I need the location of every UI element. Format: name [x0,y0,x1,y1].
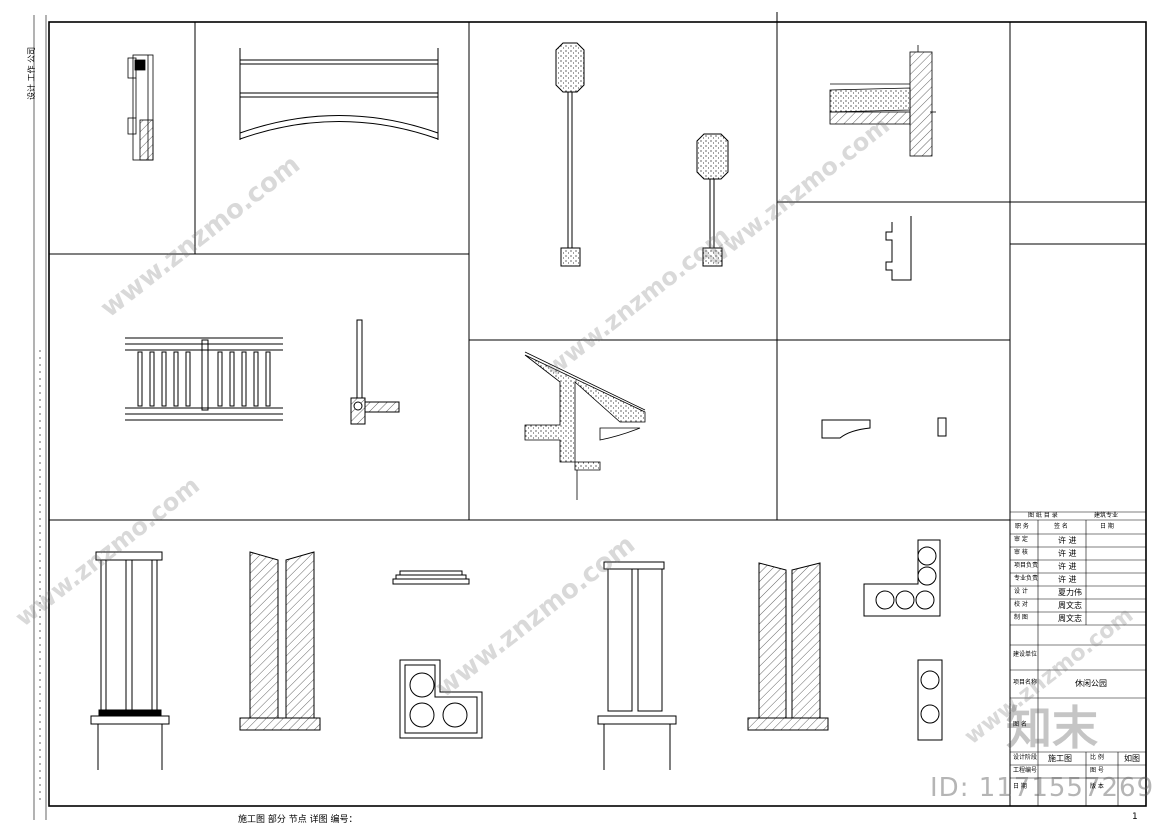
bottom-row-2-2: 版 本 [1090,783,1104,790]
bottom-row-0-2: 比 例 [1090,754,1104,761]
baluster [173,351,179,407]
detail-column-elevation-1 [90,551,170,770]
role-4: 设 计 [1014,588,1028,595]
bottom-note: 施工图 部分 节点 详图 编号： [238,815,358,825]
bottom-row-0-0: 设计阶段 [1013,754,1038,761]
bottom-row-0-3: 如图 [1124,754,1140,763]
side-note: 设计 工作 公司 [27,46,36,100]
col-head-sign: 签 名 [1054,523,1068,530]
detail-cap-profile [392,570,470,585]
title-block-header-1: 建筑专业 [1094,512,1119,519]
detail-curved-beam [239,48,439,140]
detail-window-section [127,54,154,161]
watermark-id: ID: 1171557269 [930,773,1155,803]
baluster [185,351,191,407]
baluster [149,351,155,407]
baluster [161,351,167,407]
name-5: 周文志 [1058,601,1082,610]
bottom-row-1-2: 图 号 [1090,767,1104,774]
bottom-row-0-1: 施工图 [1048,754,1072,763]
baluster [253,351,259,407]
detail-column-plan-2 [863,539,943,741]
name-0: 许 进 [1058,536,1077,545]
baluster [265,351,271,407]
sheet-border [48,12,1147,807]
role-5: 校 对 [1014,601,1028,608]
baluster [137,351,143,407]
detail-column-section-2 [747,562,829,731]
detail-column-elevation-2 [597,561,677,770]
detail-brackets [821,417,947,439]
detail-lamp-posts [555,42,729,267]
bottom-row-1-0: 工程编号 [1013,767,1038,774]
col-head-role: 职 务 [1015,523,1029,530]
detail-paving-section [829,45,936,157]
name-4: 夏力伟 [1058,588,1082,597]
role-1: 审 核 [1014,549,1028,556]
watermark-logo: 知末 [1006,701,1098,755]
role-3: 专业负责 [1014,575,1039,582]
detail-small-profile [885,216,912,281]
drawing-label: 图 名 [1013,721,1027,728]
name-3: 许 进 [1058,575,1077,584]
page-number: 1 [1132,812,1138,822]
client-label: 建设单位 [1013,651,1038,658]
name-2: 许 进 [1058,562,1077,571]
baluster [241,351,247,407]
detail-column-section-1 [239,551,321,731]
title-block-header-0: 图 纸 目 录 [1028,512,1058,519]
left-margin-strip [33,15,47,820]
role-0: 审 定 [1014,536,1028,543]
name-1: 许 进 [1058,549,1077,558]
role-6: 制 图 [1014,614,1028,621]
title-block-grid [1010,511,1146,806]
name-6: 周文志 [1058,614,1082,623]
project-name: 休闲公园 [1075,679,1107,688]
project-label: 项目名称 [1013,679,1038,686]
baluster [217,351,223,407]
detail-railing [125,319,400,425]
bottom-row-2-0: 日 期 [1013,783,1027,790]
detail-eave-section [524,351,646,500]
baluster [229,351,235,407]
detail-column-plan-1 [399,659,483,739]
role-2: 项目负责 [1014,562,1039,569]
col-head-date: 日 期 [1100,523,1114,530]
